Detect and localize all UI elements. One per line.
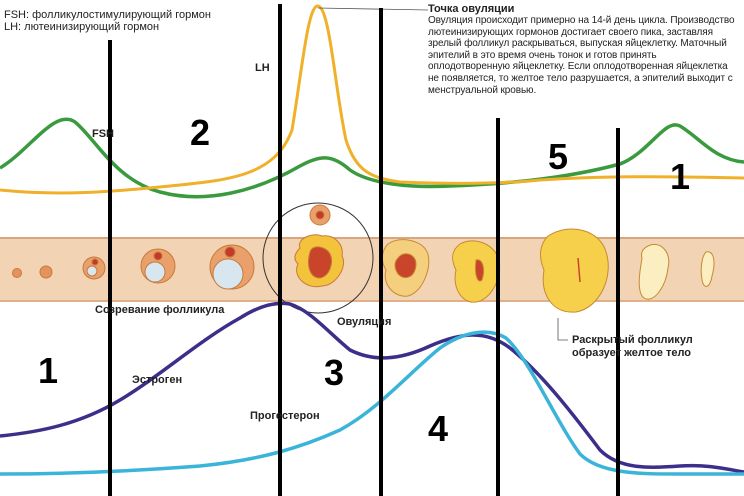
legend-fsh: FSH: фолликулостимулирующий гормон: [4, 9, 211, 21]
follicle-stages: [12, 204, 344, 290]
corpus-luteum-leader: [557, 318, 568, 341]
phase-number-2: 2: [190, 112, 211, 153]
phase-dividers: [108, 4, 620, 496]
corpus-luteum-label: Раскрытый фолликул образует желтое тело: [572, 334, 693, 359]
corpus-luteum-stages: [381, 228, 715, 313]
lh-curve: [0, 4, 744, 195]
ovulation-point-leader: [317, 7, 429, 11]
maturation-label: Созревание фолликула: [95, 304, 225, 316]
estrogen-curve: [0, 301, 744, 474]
ovulation-point-text: Овуляция происходит примерно на 14-й ден…: [428, 15, 735, 96]
progesterone-curve-label: Прогестерон: [250, 410, 320, 422]
phase-number-3: 3: [324, 352, 345, 393]
legend-lh: LH: лютеинизирующий гормон: [4, 21, 160, 33]
estrogen-curve-label: Эстроген: [132, 374, 183, 386]
ovulation-point-title: Точка овуляции: [428, 3, 515, 15]
fsh-curve: [0, 117, 744, 199]
ovulation-label: Овуляция: [337, 316, 392, 328]
phase-number-5: 5: [548, 136, 569, 177]
phase-number-4: 4: [428, 408, 449, 449]
progesterone-curve: [0, 330, 744, 476]
phase-number-1: 1: [38, 350, 59, 391]
fsh-curve-label: FSH: [92, 128, 114, 140]
lh-curve-label: LH: [255, 62, 270, 74]
phase-number-1-repeat: 1: [670, 156, 691, 197]
ovulation-highlight-circle: [262, 202, 374, 314]
